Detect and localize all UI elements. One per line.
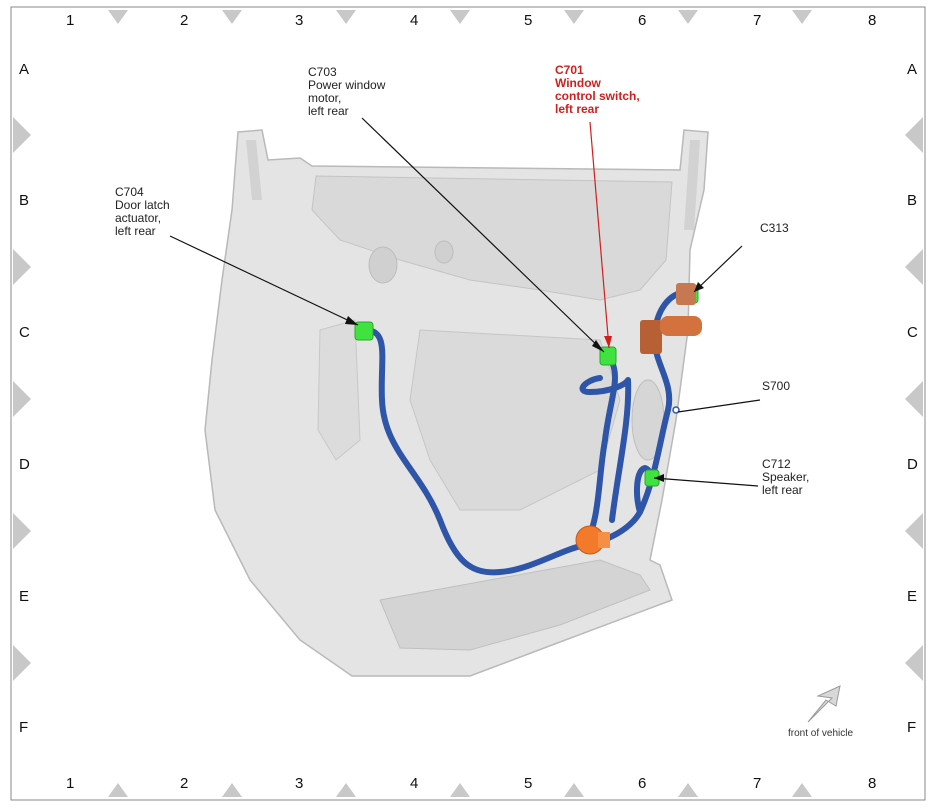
callout-c703: C703 Power window motor, left rear (308, 65, 386, 118)
grid-col-4-bottom: 4 (410, 775, 419, 792)
leader-line-c701 (589, 121, 610, 349)
front-of-vehicle-label: front of vehicle (788, 728, 854, 739)
grid-col-1-bottom: 1 (66, 775, 75, 792)
front-of-vehicle-arrow-icon (807, 685, 841, 723)
grid-col-7-top: 7 (753, 12, 762, 29)
grid-row-d-left: D (19, 456, 30, 473)
grid-col-3-top: 3 (295, 12, 304, 29)
grid-row-b-left: B (19, 192, 30, 209)
grid-col-2-bottom: 2 (180, 775, 189, 792)
grid-row-c-left: C (19, 324, 30, 341)
callout-c712: C712 Speaker, left rear (762, 457, 810, 497)
grid-row-b-right: B (907, 192, 918, 209)
callout-c704: C704 Door latch actuator, left rear (115, 185, 170, 238)
grid-row-a-left: A (19, 61, 30, 78)
connector-c704 (354, 321, 374, 341)
leader-arrowheads (345, 282, 704, 482)
leader-arrowhead-c701 (604, 336, 612, 348)
callout-c313: C313 (760, 221, 789, 235)
grommet-icon (575, 525, 610, 555)
grid-row-f-right: F (907, 719, 917, 736)
grid-row-d-right: D (907, 456, 918, 473)
grid-ticks (13, 10, 923, 797)
grid-col-2-top: 2 (180, 12, 189, 29)
leader-lines (169, 117, 761, 487)
bolt-icon (640, 283, 702, 354)
grid-col-5-top: 5 (524, 12, 533, 29)
splice-s700 (672, 406, 680, 414)
grid-row-c-right: C (907, 324, 918, 341)
grid-row-a-right: A (907, 61, 918, 78)
callout-s700: S700 (762, 379, 791, 393)
grid-col-8-top: 8 (868, 12, 877, 29)
grid-col-3-bottom: 3 (295, 775, 304, 792)
grid-col-6-bottom: 6 (638, 775, 647, 792)
grid-row-e-right: E (907, 588, 918, 605)
grid-col-6-top: 6 (638, 12, 647, 29)
grid-col-4-top: 4 (410, 12, 419, 29)
grid-col-8-bottom: 8 (868, 775, 877, 792)
callout-c701: C701 Window control switch, left rear (555, 63, 640, 116)
grid-col-5-bottom: 5 (524, 775, 533, 792)
grid-row-f-left: F (19, 719, 29, 736)
door-panel (204, 129, 709, 677)
grid-row-e-left: E (19, 588, 30, 605)
grid-col-7-bottom: 7 (753, 775, 762, 792)
grid-col-1-top: 1 (66, 12, 75, 29)
